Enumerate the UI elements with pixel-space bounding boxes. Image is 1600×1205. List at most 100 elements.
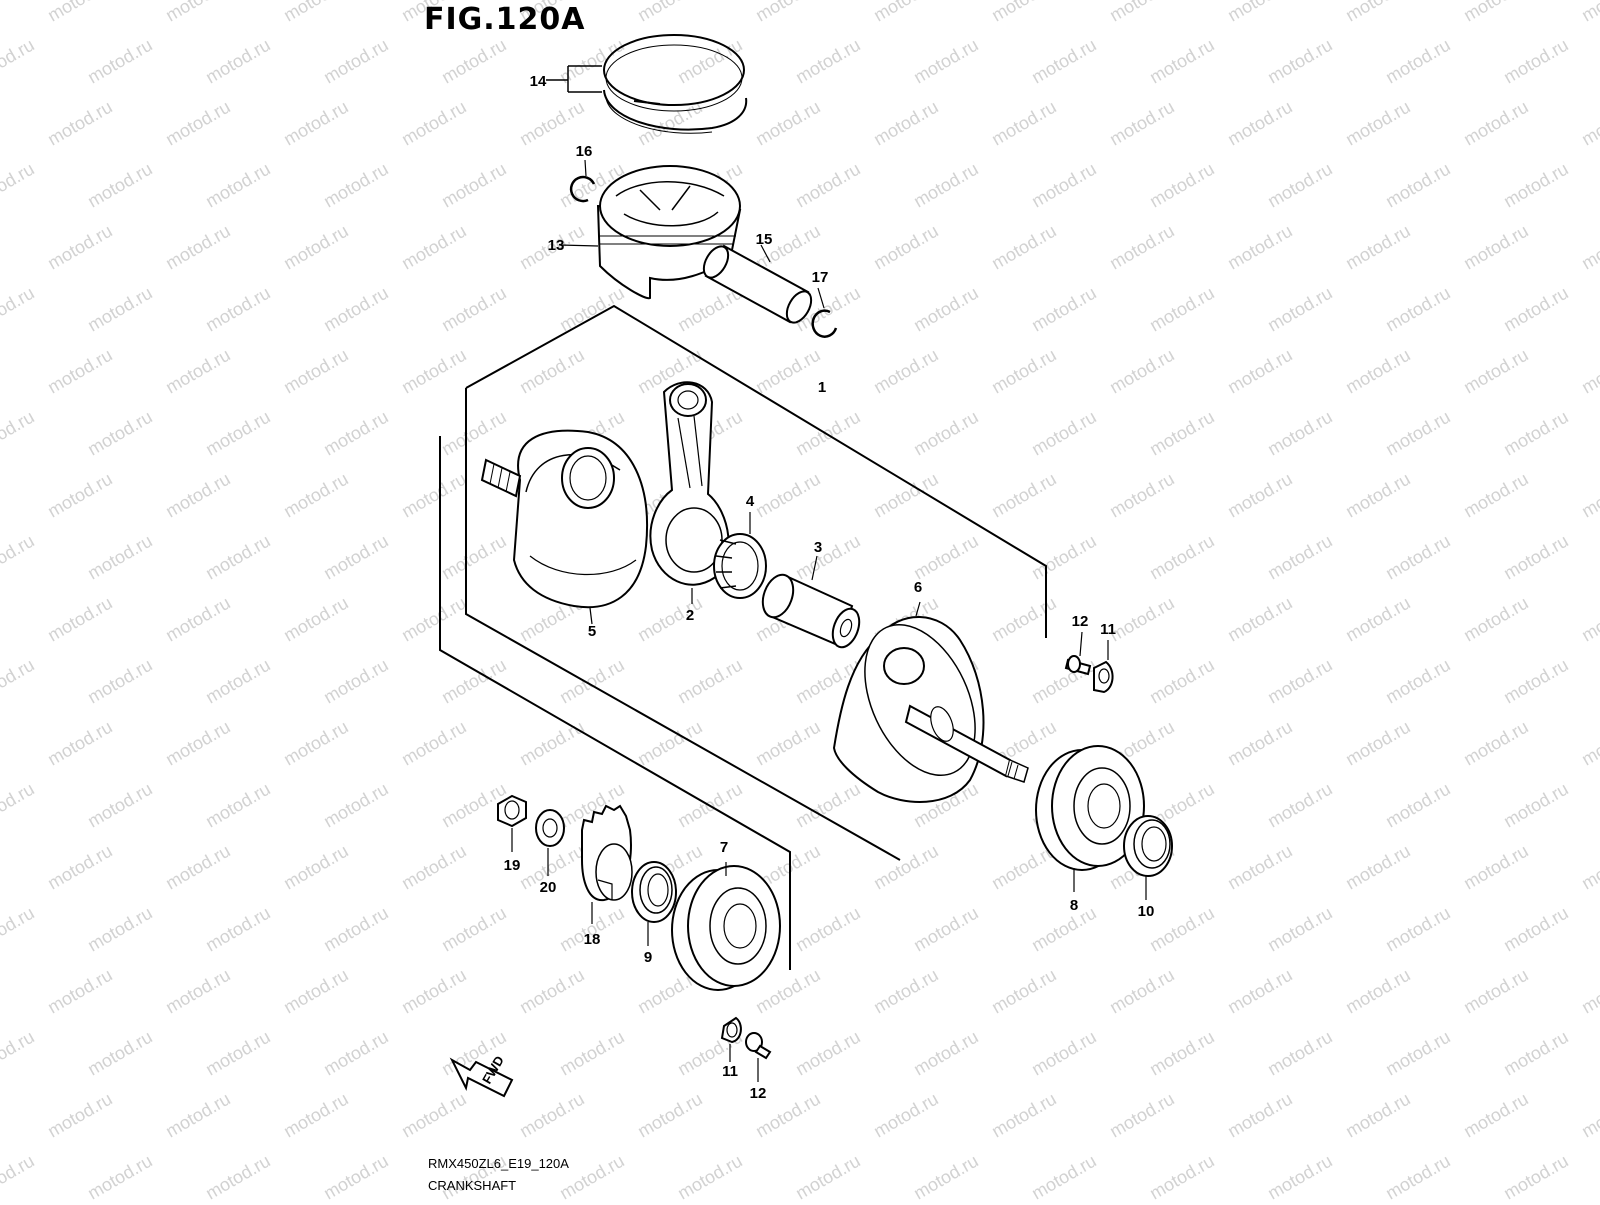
watermark-text: motod.ru [162, 841, 234, 894]
watermark-text: motod.ru [1382, 1151, 1454, 1200]
bearing-right [1035, 745, 1145, 892]
watermark-text: motod.ru [44, 221, 116, 274]
watermark-text: motod.ru [1028, 531, 1100, 584]
leader-14 [546, 65, 602, 93]
watermark-text: motod.ru [1500, 283, 1572, 336]
watermark-text: motod.ru [556, 283, 628, 336]
watermark-text: motod.ru [398, 97, 470, 150]
watermark-text: motod.ru [438, 407, 510, 460]
watermark-text: motod.ru [84, 655, 156, 708]
watermark-text: motod.ru [1578, 97, 1600, 150]
callout-oil-seal-left: 9 [644, 949, 652, 966]
watermark-text: motod.ru [202, 407, 274, 460]
watermark-text: motod.ru [280, 717, 352, 770]
watermark-text: motod.ru [162, 965, 234, 1018]
bolt-lower [745, 1032, 772, 1082]
watermark-text: motod.ru [280, 841, 352, 894]
watermark-text: motod.ru [1146, 35, 1218, 88]
circlip-right [811, 287, 838, 338]
watermark-text: motod.ru [1028, 1151, 1100, 1200]
crank-pin [761, 555, 861, 649]
watermark-text: motod.ru [1224, 1089, 1296, 1142]
watermark-text: motod.ru [1500, 779, 1572, 832]
watermark-text: motod.ru [910, 407, 982, 460]
watermark-text: motod.ru [1382, 159, 1454, 212]
watermark-text: motod.ru [320, 159, 392, 212]
callout-washer-upper: 11 [1100, 621, 1116, 638]
watermark-text: motod.ru [398, 1089, 470, 1142]
assembly-outline [439, 304, 1047, 970]
watermark-text: motod.ru [870, 965, 942, 1018]
watermark-text: motod.ru [1460, 1089, 1532, 1142]
watermark-text: motod.ru [320, 1151, 392, 1200]
callout-bolt-lower: 12 [750, 1085, 767, 1102]
watermark-text: motod.ru [1264, 1027, 1336, 1080]
watermark-text: motod.ru [1106, 97, 1178, 150]
watermark-text: motod.ru [1342, 221, 1414, 274]
watermark-text: motod.ru [1382, 283, 1454, 336]
watermark-text: motod.ru [280, 965, 352, 1018]
watermark-text: motod.ru [0, 655, 38, 708]
watermark-text: motod.ru [280, 345, 352, 398]
watermark-text: motod.ru [280, 221, 352, 274]
watermark-text: motod.ru [1382, 531, 1454, 584]
watermark-text: motod.ru [1578, 717, 1600, 770]
watermark-text: motod.ru [1224, 469, 1296, 522]
piston [559, 165, 742, 300]
figure-title: FIG.120A [424, 2, 586, 37]
watermark-text: motod.ru [752, 345, 824, 398]
watermark-text: motod.ru [870, 0, 942, 25]
watermark-text: motod.ru [1224, 841, 1296, 894]
watermark-text: motod.ru [910, 1027, 982, 1080]
watermark-text: motod.ru [1106, 965, 1178, 1018]
watermark-text: motod.ru [44, 965, 116, 1018]
watermark-text: motod.ru [792, 159, 864, 212]
watermark-text: motod.ru [1264, 283, 1336, 336]
watermark-text: motod.ru [0, 159, 38, 212]
watermark-text: motod.ru [1264, 159, 1336, 212]
watermark-text: motod.ru [280, 593, 352, 646]
watermark-text: motod.ru [44, 1089, 116, 1142]
watermark-text: motod.ru [870, 1089, 942, 1142]
watermark-text: motod.ru [1224, 345, 1296, 398]
callout-crankshaft-assembly: 1 [818, 379, 826, 396]
watermark-text: motod.ru [398, 345, 470, 398]
watermark-text: motod.ru [674, 35, 746, 88]
watermark-text: motod.ru [1146, 159, 1218, 212]
watermark-text: motod.ru [1146, 531, 1218, 584]
watermark-text: motod.ru [398, 593, 470, 646]
watermark-text: motod.ru [1460, 97, 1532, 150]
watermark-text: motod.ru [1028, 655, 1100, 708]
watermark-text: motod.ru [320, 655, 392, 708]
callout-needle-bearing: 4 [746, 493, 755, 510]
watermark-text: motod.ru [1382, 1027, 1454, 1080]
callout-circlip-left: 16 [576, 143, 593, 160]
watermark-text: motod.ru [1578, 1089, 1600, 1142]
watermark-text: motod.ru [752, 0, 824, 25]
watermark-text: motod.ru [202, 531, 274, 584]
watermark-text: motod.ru [162, 593, 234, 646]
watermark-text: motod.ru [1224, 717, 1296, 770]
watermark-text: motod.ru [1264, 779, 1336, 832]
nut [497, 794, 527, 852]
watermark-text: motod.ru [634, 1089, 706, 1142]
watermark-text: motod.ru [1342, 965, 1414, 1018]
watermark-text: motod.ru [84, 531, 156, 584]
watermark-text: motod.ru [202, 1027, 274, 1080]
watermark-text: motod.ru [320, 35, 392, 88]
watermark-text: motod.ru [1500, 1151, 1572, 1200]
callout-piston-pin: 15 [756, 231, 773, 248]
watermark-text: motod.ru [1106, 221, 1178, 274]
watermark-text: motod.ru [1382, 35, 1454, 88]
callout-washer: 20 [540, 879, 557, 896]
watermark-text: motod.ru [1342, 593, 1414, 646]
watermark-text: motod.ru [634, 593, 706, 646]
watermark-text: motod.ru [280, 469, 352, 522]
washer [535, 809, 565, 876]
watermark-text: motod.ru [162, 469, 234, 522]
watermark-text: motod.ru [870, 345, 942, 398]
watermark-text: motod.ru [320, 283, 392, 336]
callout-circlip-right: 17 [812, 269, 829, 286]
watermark-text: motod.ru [320, 531, 392, 584]
